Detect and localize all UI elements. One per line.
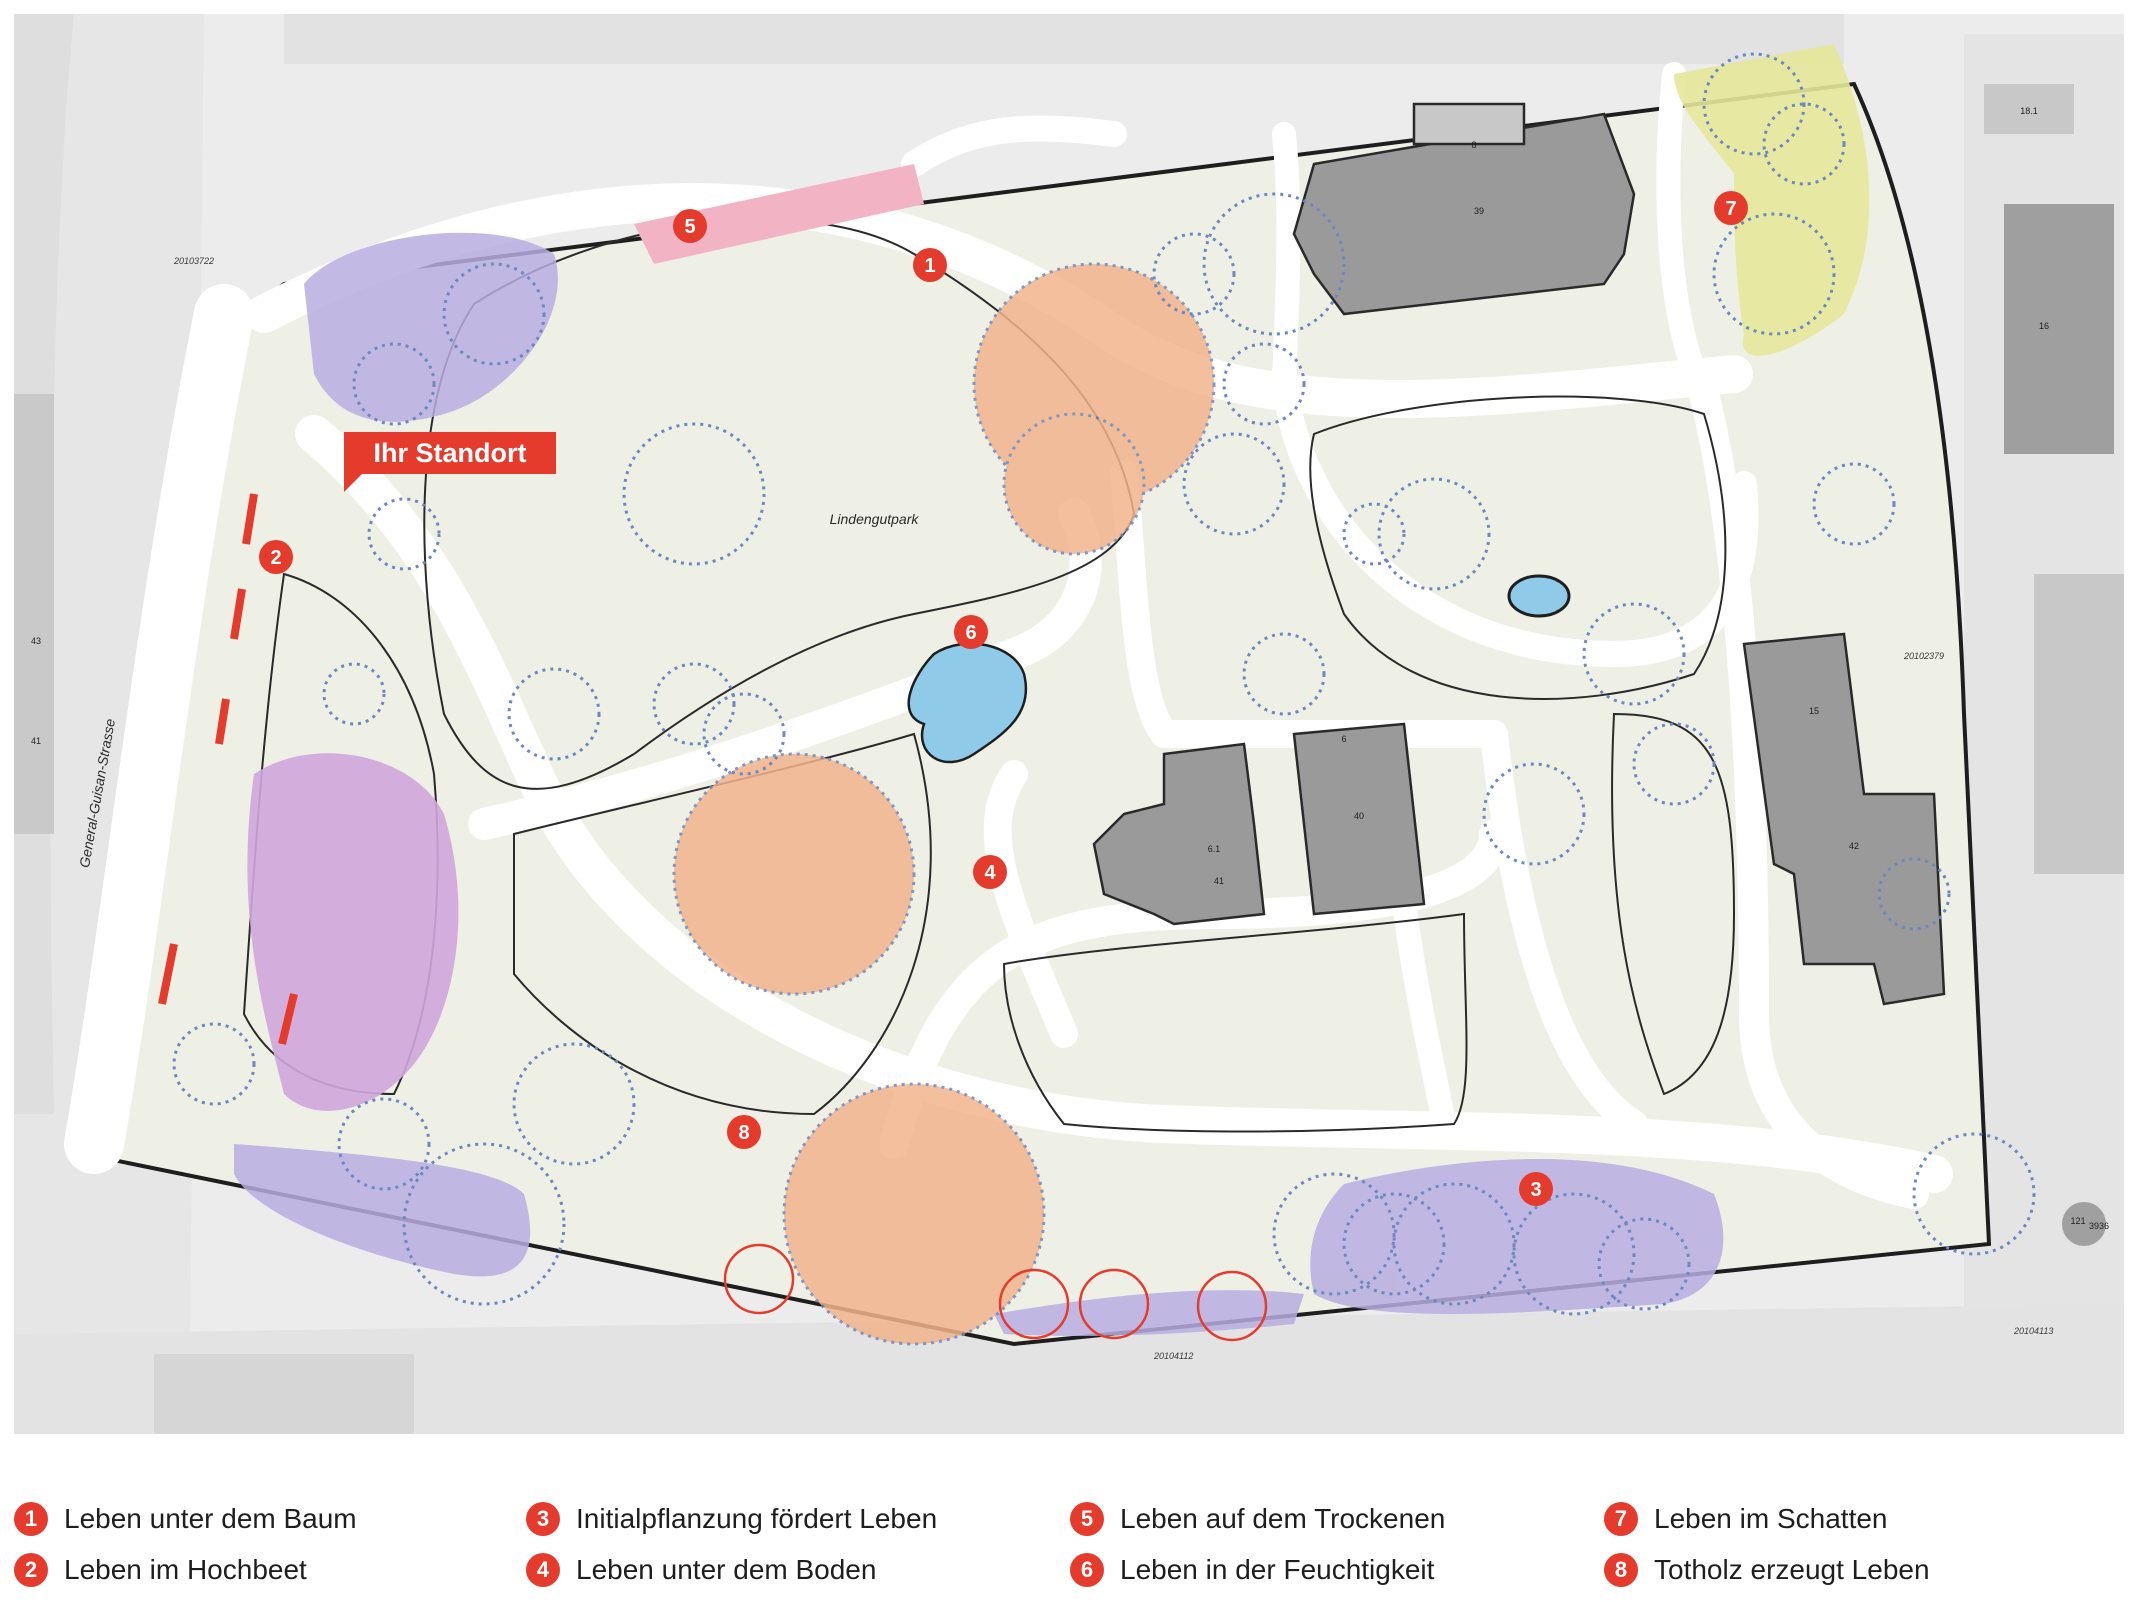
legend-label: Initialpflanzung fördert Leben: [576, 1503, 938, 1534]
legend-label: Leben im Hochbeet: [64, 1554, 307, 1585]
building-numbers: 8 39 16 15 42 6 40 6.1 41 43 41 121 18.1…: [31, 106, 2109, 1231]
legend-number: 3: [526, 1502, 560, 1536]
svg-text:6: 6: [965, 622, 976, 644]
park-label: Lindengutpark: [830, 511, 920, 527]
svg-text:8: 8: [738, 1122, 749, 1144]
legend-label: Totholz erzeugt Leben: [1654, 1554, 1930, 1585]
legend-label: Leben unter dem Baum: [64, 1503, 357, 1534]
pond: [907, 642, 1028, 764]
building-40: [1292, 722, 1426, 916]
legend: 1 Leben unter dem Baum 2 Leben im Hochbe…: [0, 1470, 2138, 1602]
planting-areas: [234, 232, 1724, 1336]
marker-8[interactable]: 8: [727, 1115, 761, 1149]
building-number: 42: [1849, 841, 1859, 851]
dashed-line: [158, 493, 298, 1045]
tree-canopies-large: [672, 262, 1216, 1346]
legend-item-5: 5 Leben auf dem Trockenen: [1070, 1502, 1445, 1536]
parcel-id-label: 20104113: [2013, 1326, 2053, 1336]
marker-3[interactable]: 3: [1519, 1172, 1553, 1206]
deadwood-circles: [723, 1243, 1268, 1342]
building-8: [1412, 102, 1526, 146]
building-number: 3936: [2089, 1221, 2109, 1231]
legend-item-4: 4 Leben unter dem Boden: [526, 1553, 876, 1587]
markers: 1 2 3 4 5 6 7 8: [259, 191, 1748, 1206]
building-number: 8: [1471, 140, 1476, 150]
marker-5[interactable]: 5: [673, 209, 707, 243]
buildings: [1092, 102, 1946, 1006]
svg-text:7: 7: [1725, 198, 1736, 220]
building-number: 6.1: [1208, 844, 1221, 854]
building-39: [1292, 112, 1636, 316]
legend-number: 6: [1070, 1553, 1104, 1587]
legend-label: Leben auf dem Trockenen: [1120, 1503, 1446, 1534]
legend-item-1: 1 Leben unter dem Baum: [14, 1502, 357, 1536]
legend-number: 7: [1604, 1502, 1638, 1536]
legend-label: Leben unter dem Boden: [576, 1554, 877, 1585]
building-number: 39: [1474, 206, 1484, 216]
marker-2[interactable]: 2: [259, 540, 293, 574]
parcel-id-label: 20104112: [1153, 1351, 1193, 1361]
legend-item-3: 3 Initialpflanzung fördert Leben: [526, 1502, 937, 1536]
legend-number: 1: [14, 1502, 48, 1536]
parcel-id-label: 20103722: [173, 256, 214, 266]
building-number: 16: [2039, 321, 2049, 331]
svg-text:2: 2: [270, 547, 281, 569]
legend-item-6: 6 Leben in der Feuchtigkeit: [1070, 1553, 1434, 1587]
legend-label: Leben in der Feuchtigkeit: [1120, 1554, 1435, 1585]
building-number: 41: [31, 736, 41, 746]
marker-6[interactable]: 6: [954, 615, 988, 649]
legend-item-7: 7 Leben im Schatten: [1604, 1502, 1888, 1536]
legend-label: Leben im Schatten: [1654, 1503, 1888, 1534]
building-number: 43: [31, 636, 41, 646]
raised-bed-area: [247, 753, 459, 1111]
building-number: 41: [1214, 876, 1224, 886]
shade-zone: [1674, 44, 1870, 356]
svg-text:3: 3: [1530, 1179, 1541, 1201]
site-plan-map: Lindengutpark General-Guisan-Strasse 201…: [14, 14, 2124, 1434]
building-number: 18.1: [2020, 106, 2038, 116]
building-number: 6: [1341, 734, 1346, 744]
svg-text:4: 4: [984, 862, 996, 884]
you-are-here-callout: Ihr Standort: [344, 432, 556, 492]
legend-number: 2: [14, 1553, 48, 1587]
parcel-id-label: 20102379: [1903, 651, 1944, 661]
building-number: 121: [2070, 1216, 2085, 1226]
svg-text:1: 1: [924, 255, 935, 277]
you-are-here-label: Ihr Standort: [374, 438, 527, 468]
small-pond: [1507, 574, 1571, 618]
building-41: [1092, 742, 1266, 926]
legend-item-2: 2 Leben im Hochbeet: [14, 1553, 307, 1587]
building-number: 40: [1354, 811, 1364, 821]
dry-zone: [634, 164, 924, 264]
tree-canopies: [172, 52, 2036, 1316]
marker-4[interactable]: 4: [973, 855, 1007, 889]
marker-1[interactable]: 1: [913, 248, 947, 282]
marker-7[interactable]: 7: [1714, 191, 1748, 225]
legend-number: 5: [1070, 1502, 1104, 1536]
building-15: [1742, 632, 1946, 1006]
building-number: 15: [1809, 706, 1819, 716]
legend-number: 8: [1604, 1553, 1638, 1587]
svg-text:5: 5: [684, 216, 695, 238]
legend-number: 4: [526, 1553, 560, 1587]
legend-item-8: 8 Totholz erzeugt Leben: [1604, 1553, 1930, 1587]
